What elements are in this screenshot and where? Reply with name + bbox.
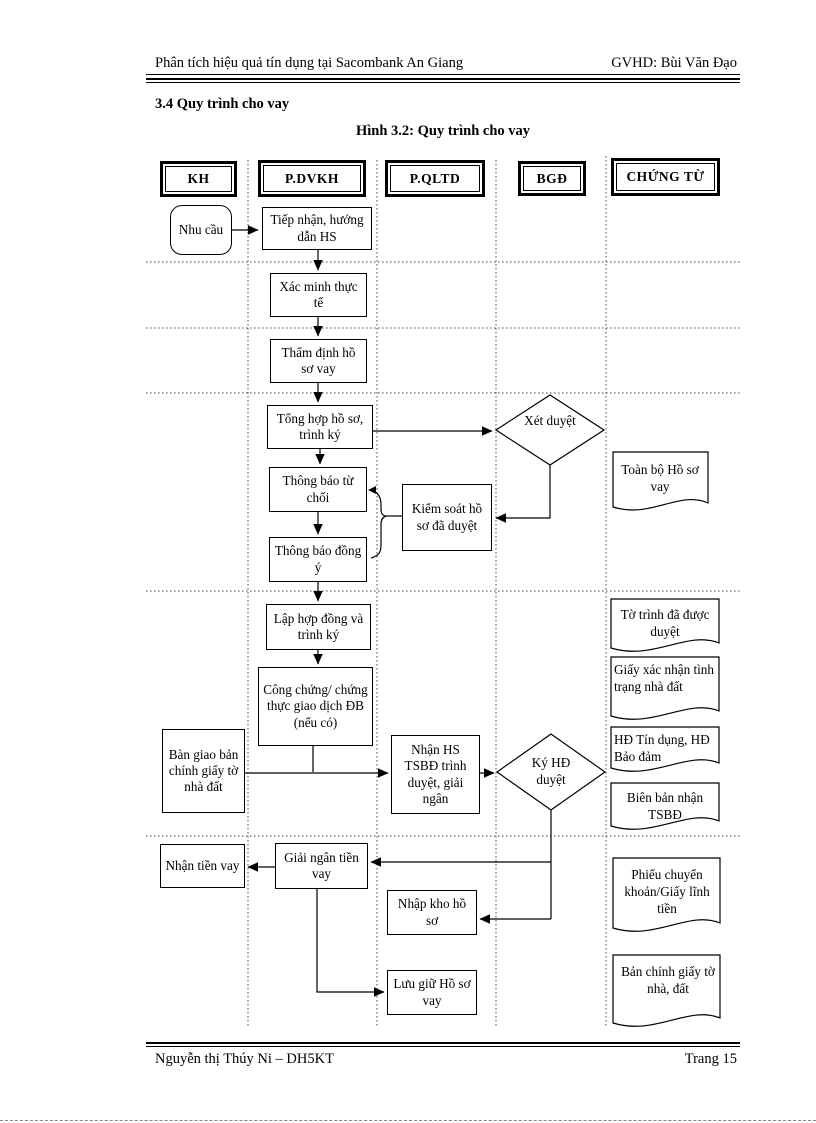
node-giai-ngan: Giải ngân tiền vay xyxy=(275,843,368,889)
header-underline xyxy=(146,74,740,75)
doc-toan-bo-label: Toàn bộ Hồ sơ vay xyxy=(621,462,699,495)
node-nhap-kho: Nhập kho hồ sơ xyxy=(387,890,477,935)
doc-phieu-ck-shape xyxy=(612,857,721,932)
node-luu-giu: Lưu giữ Hồ sơ vay xyxy=(387,970,477,1015)
doc-ban-chinh-shape xyxy=(612,954,721,1027)
node-ky-hd-label: Ký HĐ duyệt xyxy=(531,755,571,787)
doc-phieu-ck-label: Phiếu chuyển khoản/Giấy lĩnh tiền xyxy=(624,867,710,917)
doc-giay-xac-nhan-label: Giấy xác nhận tình trạng nhà đất xyxy=(614,662,714,695)
header-rule-thin xyxy=(146,82,740,83)
node-tong-hop: Tổng hợp hồ sơ, trình ký xyxy=(267,405,373,449)
footer-right: Trang 15 xyxy=(684,1051,737,1067)
doc-bien-ban-shape xyxy=(610,782,720,830)
node-ban-giao: Bàn giao bản chính giấy tờ nhà đất xyxy=(162,729,245,813)
page-bottom-edge xyxy=(0,1120,816,1121)
doc-ban-chinh-label: Bản chính giấy tờ nhà, đất xyxy=(621,964,715,997)
node-nhan-hs: Nhận HS TSBĐ trình duyệt, giải ngân xyxy=(391,735,480,814)
node-tham-dinh: Thẩm định hồ sơ vay xyxy=(270,339,367,383)
lane-header-kh: KH xyxy=(160,161,237,197)
doc-to-trinh-label: Tờ trình đã được duyệt xyxy=(620,607,710,640)
node-cong-chung: Công chứng/ chứng thực giao dịch ĐB (nếu… xyxy=(258,667,373,746)
node-xac-minh: Xác minh thực tế xyxy=(270,273,367,317)
header-left: Phân tích hiệu quả tín dụng tại Sacomban… xyxy=(155,55,464,71)
doc-hd-tin-dung-shape xyxy=(610,726,720,772)
doc-giay-xac-nhan-shape xyxy=(610,656,720,720)
node-tiep-nhan: Tiếp nhận, hướng dẫn HS xyxy=(262,207,372,250)
diamond-ky-hd xyxy=(495,733,607,811)
node-tb-tu-choi: Thông báo từ chối xyxy=(269,467,367,512)
node-lap-hd: Lập hợp đồng và trình ký xyxy=(266,604,371,650)
node-kiem-soat: Kiểm soát hồ sơ đã duyệt xyxy=(402,484,492,551)
header-right: GVHD: Bùi Văn Đạo xyxy=(611,55,737,71)
footer-rule-thick xyxy=(146,1042,740,1044)
doc-hd-tin-dung-label: HĐ Tín dụng, HĐ Bảo đảm xyxy=(614,732,710,765)
header-rule-thick xyxy=(146,78,740,80)
node-tb-dong-y: Thông báo đồng ý xyxy=(269,537,367,582)
lane-header-bgd: BGĐ xyxy=(518,161,586,196)
doc-to-trinh-shape xyxy=(610,598,720,652)
section-title: 3.4 Quy trình cho vay xyxy=(155,96,290,112)
node-nhan-tien: Nhận tiền vay xyxy=(160,844,245,888)
lane-header-pqltd: P.QLTD xyxy=(385,160,485,197)
diamond-xet-duyet xyxy=(494,394,606,466)
doc-toan-bo-shape xyxy=(612,451,709,511)
footer-rule-thin xyxy=(146,1046,740,1047)
lane-header-chung-tu: CHỨNG TỪ xyxy=(611,158,720,196)
figure-caption: Hình 3.2: Quy trình cho vay xyxy=(355,123,531,139)
doc-bien-ban-label: Biên bản nhận TSBĐ xyxy=(626,790,704,823)
footer-left: Nguyễn thị Thúy Ni – DH5KT xyxy=(155,1051,334,1067)
node-xet-duyet-label: Xét duyệt xyxy=(524,413,576,428)
node-nhu-cau: Nhu cầu xyxy=(170,205,232,255)
lane-header-pdvkh: P.DVKH xyxy=(258,160,366,197)
